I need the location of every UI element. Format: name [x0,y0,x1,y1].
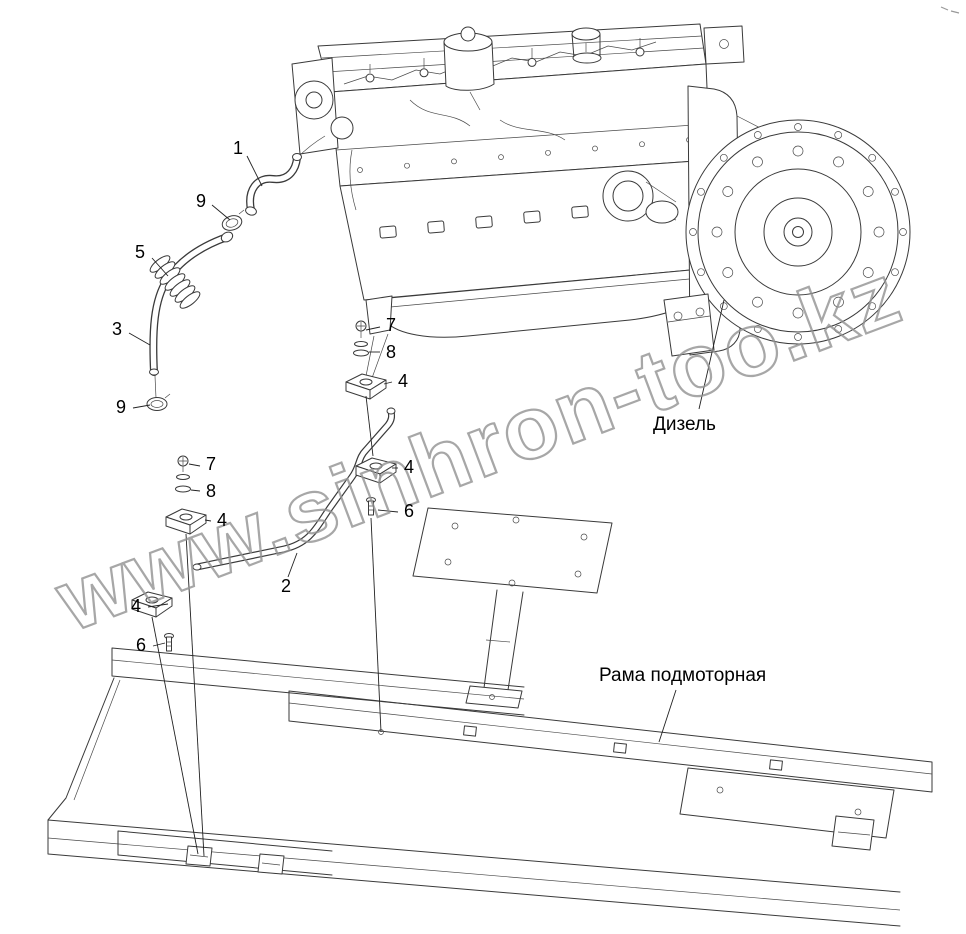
engine-assembly [270,24,910,378]
frame-diagonal-left [48,678,120,820]
callout-7-right: 7 [385,315,397,335]
callout-4-bottom: 4 [130,596,142,616]
callout-4-left: 4 [216,510,228,530]
callout-7-left: 7 [205,454,217,474]
seat-plate-pedestal [413,508,612,708]
frame-label: Рама подмоторная [599,665,767,686]
bolt-6-left [165,634,174,652]
engine-mount-bracket [664,294,714,356]
bolt-6-right [367,498,376,516]
rail-main [289,691,932,792]
tube-3 [150,230,235,398]
callout-9-upper: 9 [195,191,207,211]
callout-1: 1 [232,138,244,158]
engine-block [330,64,712,300]
cushion-4-a [346,374,386,399]
hose-clamp-9-upper [220,210,244,233]
callout-9-lower: 9 [115,397,127,417]
callout-8-left: 8 [205,481,217,501]
leader-lines [129,156,724,742]
callout-6-right: 6 [403,501,415,521]
callout-4-right-mid: 4 [403,457,415,477]
cushion-4-c [166,509,206,534]
subframe [48,648,932,926]
hose-clamp-9-lower [147,394,170,411]
callout-3: 3 [111,319,123,339]
engine-front-mount-bracket [366,296,392,378]
spring-5 [148,253,202,311]
projection-lines [152,396,384,856]
bolt-7-washer-8-left [176,456,191,492]
cushion-4-d [132,592,172,617]
oil-filter-canister [444,27,601,110]
pipe-1 [245,154,302,217]
rail-upper-left [112,648,524,715]
plate-right [680,768,894,850]
callout-4-right-top: 4 [397,371,409,391]
mounts-group [132,321,396,651]
callout-6-left: 6 [135,635,147,655]
engine-label: Дизель [653,414,716,435]
starter-motor [603,171,678,223]
front-accessories [270,58,353,182]
callout-5: 5 [134,242,146,262]
cushion-4-b [356,458,396,483]
callout-8-right: 8 [385,342,397,362]
bolt-7-washer-8-right [354,321,369,356]
callout-2: 2 [280,576,292,596]
corner-artifact [941,7,959,13]
flywheel-housing [686,86,910,355]
rail-sub-left [118,831,332,875]
